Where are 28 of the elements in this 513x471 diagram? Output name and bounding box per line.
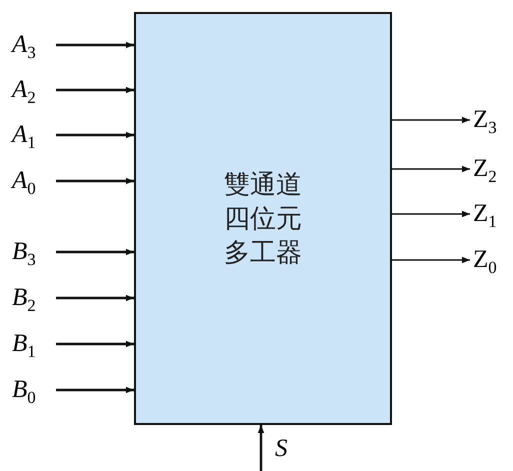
signal-label: A$_{3}$ [12,30,48,60]
arrow [392,116,470,124]
arrow [56,294,134,302]
arrow [56,86,134,94]
multiplexer-block [134,12,392,425]
signal-label: B$_{3}$ [12,237,48,267]
signal-label: Z$_{0}$ [473,245,509,275]
arrow [392,256,470,264]
arrow [392,166,470,172]
signal-label: B$_{1}$ [12,329,48,359]
signal-label: Z$_{1}$ [473,199,509,229]
arrow [56,178,134,184]
arrow [56,42,134,48]
signal-label: A$_{1}$ [12,120,48,150]
arrow [56,132,134,138]
signal-label: A$_{2}$ [12,75,48,105]
arrow [392,210,470,218]
signal-label: B$_{2}$ [12,283,48,313]
arrow [56,248,134,256]
arrow [56,340,134,348]
signal-label: B$_{0}$ [12,375,48,405]
arrow [56,386,134,394]
block-label: 雙通道四位元多工器 [223,168,303,270]
signal-label: Z$_{3}$ [473,105,509,135]
signal-label: S [255,428,300,471]
arrow [258,425,264,471]
signal-label: A$_{0}$ [12,166,48,196]
signal-label: Z$_{2}$ [473,154,509,184]
